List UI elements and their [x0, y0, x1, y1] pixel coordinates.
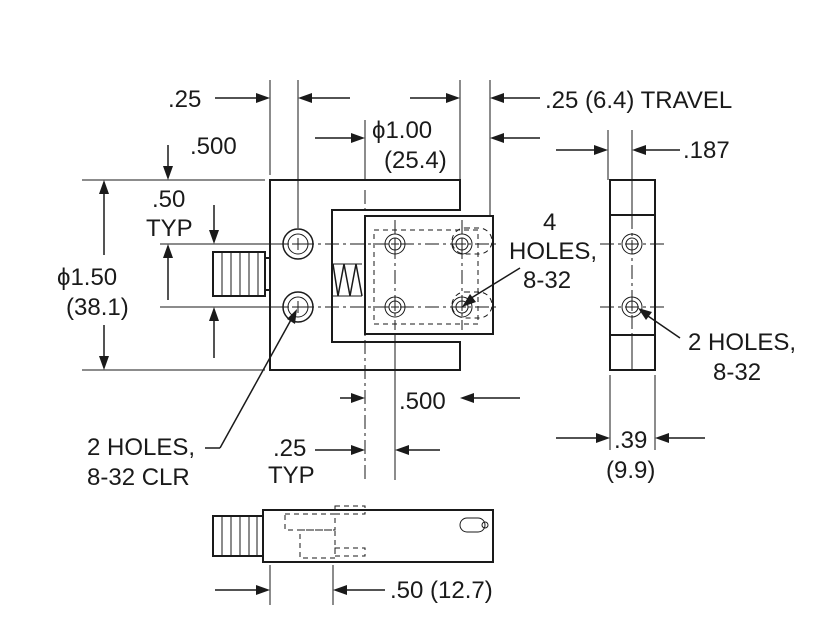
fixed-base: [269, 179, 461, 371]
note-4-holes-line3: 8-32: [523, 267, 571, 294]
dim-bottom-500: .500: [399, 388, 446, 415]
note-2-holes-side-line2: 8-32: [713, 359, 761, 386]
dim-side-187: .187: [683, 137, 730, 164]
dim-travel: .25 (6.4) TRAVEL: [545, 87, 732, 114]
bottom-view: [212, 505, 494, 563]
note-2-holes-clr-line2: 8-32 CLR: [87, 464, 190, 491]
front-view: [200, 179, 500, 480]
dim-bore-mm: (25.4): [384, 147, 447, 174]
note-2-holes-clr-line1: 2 HOLES,: [87, 434, 195, 461]
moving-carriage: [364, 215, 494, 335]
dimension-labels: .25 .25 (6.4) TRAVEL ϕ1.00 (25.4) .500 .…: [57, 86, 796, 604]
dim-typ25-typ: TYP: [268, 462, 315, 489]
dim-side-39-mm: (9.9): [606, 457, 655, 484]
dim-height-in: ϕ1.50: [57, 264, 117, 291]
dim-typ50-typ: TYP: [146, 215, 193, 242]
dimension-arrows: [99, 93, 705, 595]
knob-icon: [212, 251, 271, 297]
extension-lines: [82, 80, 656, 605]
dim-bore-in: ϕ1.00: [372, 117, 432, 144]
dim-bottom-50: .50 (12.7): [390, 577, 493, 604]
dim-typ25-value: .25: [273, 435, 306, 462]
dim-offset-500: .500: [190, 133, 237, 160]
side-view: [600, 179, 665, 371]
dim-height-mm: (38.1): [66, 294, 129, 321]
dim-typ50-value: .50: [152, 186, 185, 213]
dim-left-gap: .25: [168, 86, 201, 113]
note-4-holes-line2: HOLES,: [509, 238, 597, 265]
note-2-holes-side-line1: 2 HOLES,: [688, 329, 796, 356]
dim-side-39: .39: [614, 427, 647, 454]
leader-lines: [205, 267, 681, 449]
knob-icon: [212, 515, 264, 557]
note-4-holes-line1: 4: [543, 209, 556, 236]
spring-icon: [332, 263, 363, 297]
